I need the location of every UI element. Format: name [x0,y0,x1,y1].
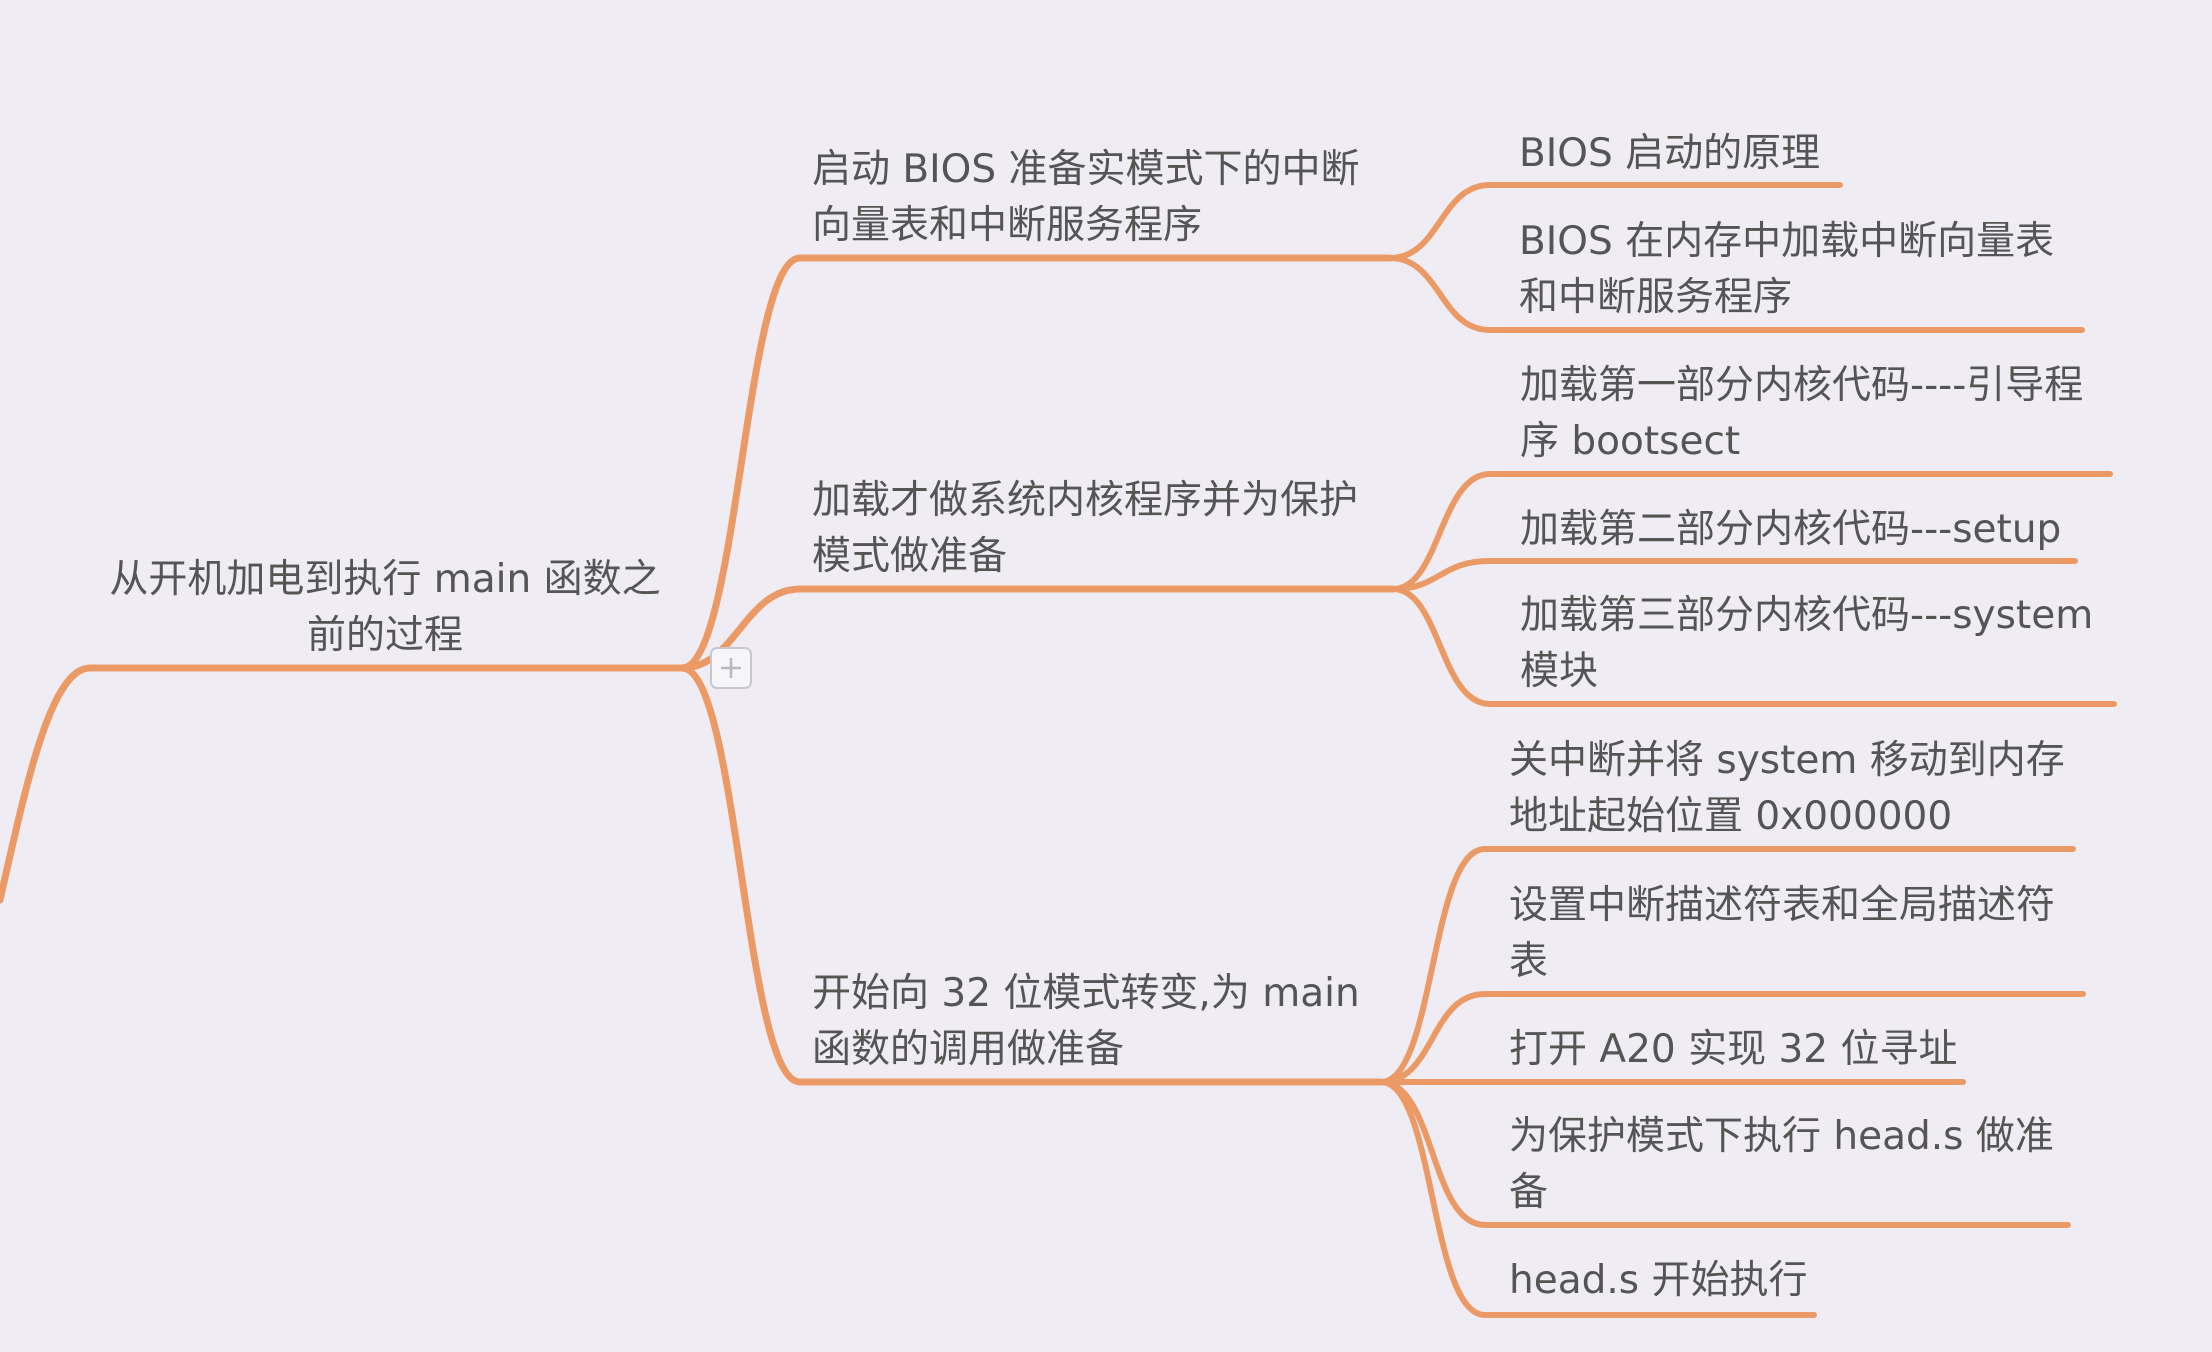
edge-b3-c2 [1378,991,2086,1085]
edge-b3-c1 [1378,846,2076,1085]
leaf-3-5-line-1: head.s 开始执行 [1509,1258,1808,1303]
leaf-node-2-1[interactable]: 加载第一部分内核代码----引导程 序 bootsect [1520,358,2083,470]
edge-b1-c2 [1387,255,2085,333]
edge-b1-c1 [1387,182,1843,261]
branch-1-line-2: 向量表和中断服务程序 [812,203,1203,248]
leaf-1-2-line-1: BIOS 在内存中加载中断向量表 [1519,219,2055,264]
root-node[interactable]: 从开机加电到执行 main 函数之 前的过程 [95,552,675,664]
leaf-1-1-line-1: BIOS 启动的原理 [1519,131,1821,176]
branch-node-1[interactable]: 启动 BIOS 准备实模式下的中断 向量表和中断服务程序 [812,142,1360,254]
branch-3-line-2: 函数的调用做准备 [812,1027,1125,1072]
leaf-3-4-line-1: 为保护模式下执行 head.s 做准 [1509,1114,2054,1159]
branch-1-line-1: 启动 BIOS 准备实模式下的中断 [812,147,1360,192]
leaf-node-2-2[interactable]: 加载第二部分内核代码---setup [1520,502,2061,558]
leaf-node-1-1[interactable]: BIOS 启动的原理 [1519,126,1820,182]
leaf-node-3-3[interactable]: 打开 A20 实现 32 位寻址 [1509,1022,1958,1078]
leaf-2-3-line-1: 加载第三部分内核代码---system [1520,593,2094,638]
leaf-node-1-2[interactable]: BIOS 在内存中加载中断向量表 和中断服务程序 [1519,214,2054,326]
root-node-line-2: 前的过程 [306,613,463,658]
leaf-1-2-line-2: 和中断服务程序 [1519,275,1793,320]
edge-b3-c5 [1378,1079,1817,1318]
edge-root-branch-2 [678,585,804,672]
leaf-node-3-4[interactable]: 为保护模式下执行 head.s 做准 备 [1509,1109,2054,1221]
branch-3-line-1: 开始向 32 位模式转变,为 main [812,971,1360,1016]
edge-root-branch-3 [678,664,804,1086]
leaf-3-2-line-2: 表 [1509,939,1549,984]
leaf-node-3-1[interactable]: 关中断并将 system 移动到内存 地址起始位置 0x000000 [1509,733,2065,845]
add-child-button[interactable] [710,647,752,689]
branch-node-3[interactable]: 开始向 32 位模式转变,为 main 函数的调用做准备 [812,966,1360,1078]
branch-2-line-2: 模式做准备 [812,534,1008,579]
edge-b2-c2 [1390,558,2078,592]
leaf-3-1-line-1: 关中断并将 system 移动到内存 [1509,738,2065,783]
root-node-line-1: 从开机加电到执行 main 函数之 [109,557,661,602]
leaf-node-3-5[interactable]: head.s 开始执行 [1509,1253,1807,1309]
leaf-2-1-line-1: 加载第一部分内核代码----引导程 [1520,363,2084,408]
leaf-node-2-3[interactable]: 加载第三部分内核代码---system 模块 [1520,588,2093,700]
root-incoming-edge [0,664,94,904]
leaf-3-1-line-2: 地址起始位置 0x000000 [1509,794,1953,839]
leaf-2-2-line-1: 加载第二部分内核代码---setup [1520,507,2062,552]
leaf-3-2-line-1: 设置中断描述符表和全局描述符 [1509,883,2056,928]
plus-icon [721,658,741,678]
edge-b2-c3 [1390,586,2117,707]
edge-b2-c1 [1390,471,2113,592]
leaf-3-3-line-1: 打开 A20 实现 32 位寻址 [1509,1027,1958,1072]
leaf-3-4-line-2: 备 [1509,1170,1549,1215]
edge-root-branch-1 [678,254,804,672]
branch-2-line-1: 加载才做系统内核程序并为保护 [812,478,1359,523]
leaf-node-3-2[interactable]: 设置中断描述符表和全局描述符 表 [1509,878,2055,990]
leaf-2-1-line-2: 序 bootsect [1520,419,1741,464]
branch-node-2[interactable]: 加载才做系统内核程序并为保护 模式做准备 [812,473,1358,585]
leaf-2-3-line-2: 模块 [1520,649,1599,694]
